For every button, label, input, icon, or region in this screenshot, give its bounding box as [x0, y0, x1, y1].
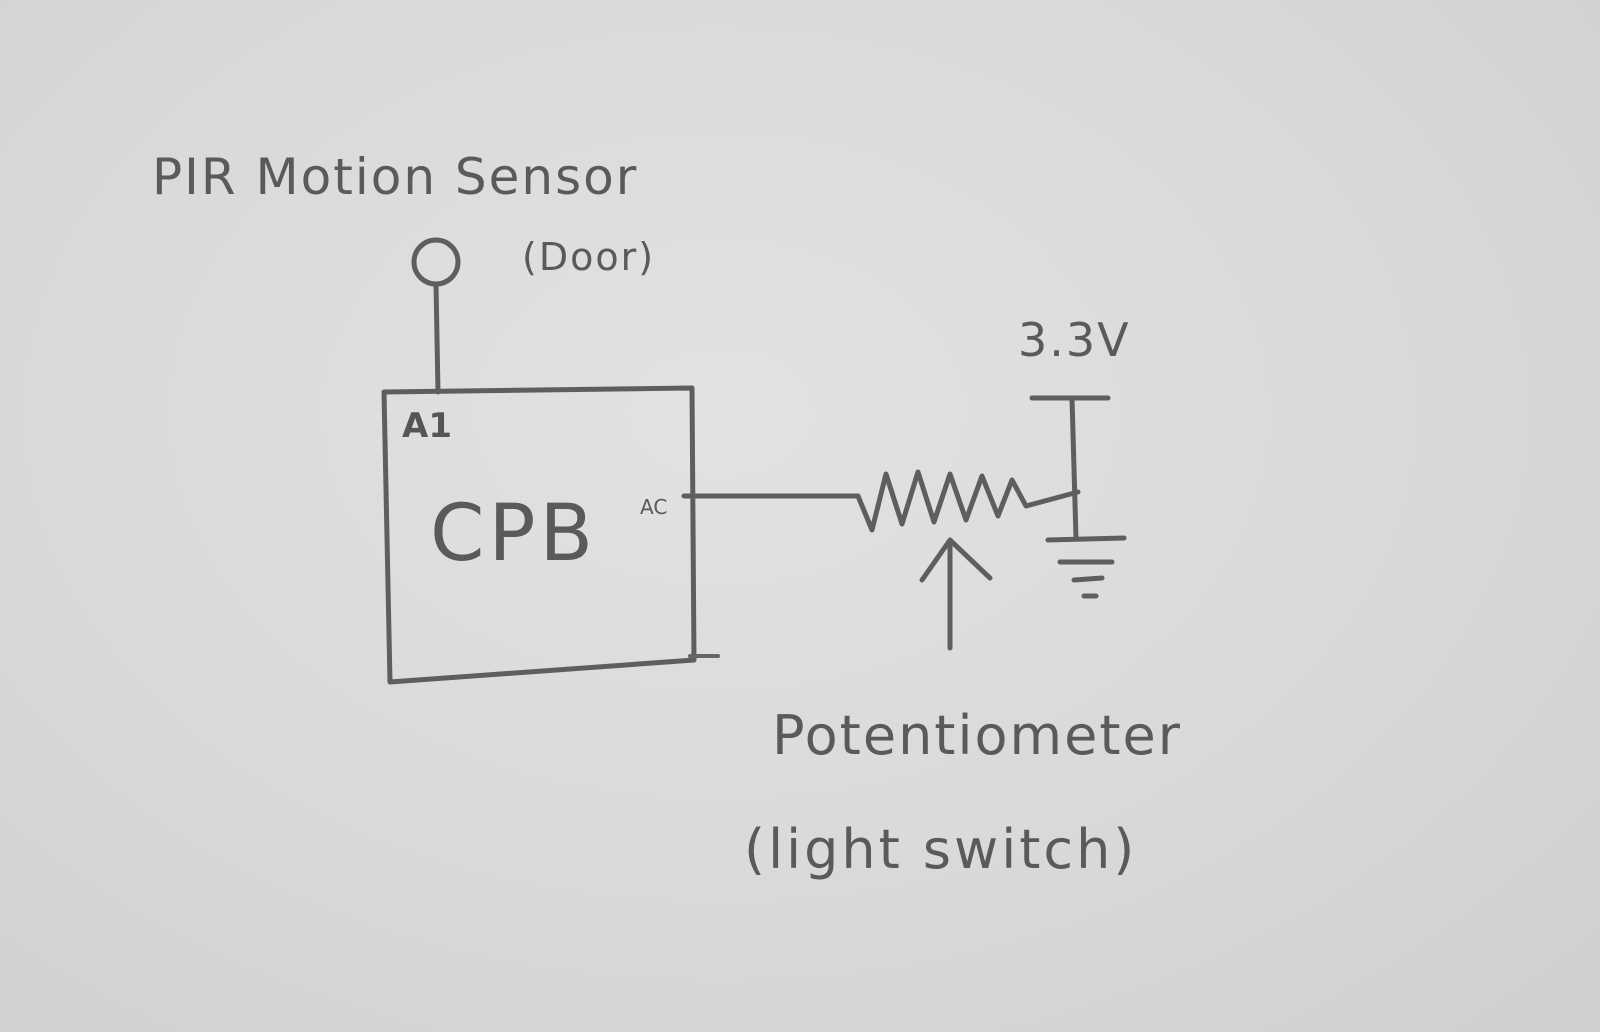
- sensor-door-label: (Door): [522, 235, 655, 279]
- pin-ac-label: AC: [640, 495, 667, 519]
- potentiometer-resistor: [855, 469, 1081, 533]
- pir-sensor-node: [411, 237, 461, 287]
- sensor-title-label: PIR Motion Sensor: [152, 148, 638, 206]
- wiper-arrow-head: [919, 537, 993, 583]
- cpb-board-outline: [381, 385, 697, 685]
- ground-bar-1: [1045, 535, 1127, 543]
- board-label: CPB: [430, 489, 597, 579]
- ground-bar-3: [1071, 575, 1105, 583]
- pin-a1-label: A1: [402, 406, 452, 446]
- potentiometer-label: Potentiometer: [772, 704, 1182, 767]
- light-switch-label: (light switch): [744, 818, 1137, 881]
- sensor-wire: [433, 281, 441, 395]
- supply-voltage-label: 3.3V: [1018, 313, 1131, 367]
- supply-rail-wire: [1069, 395, 1079, 541]
